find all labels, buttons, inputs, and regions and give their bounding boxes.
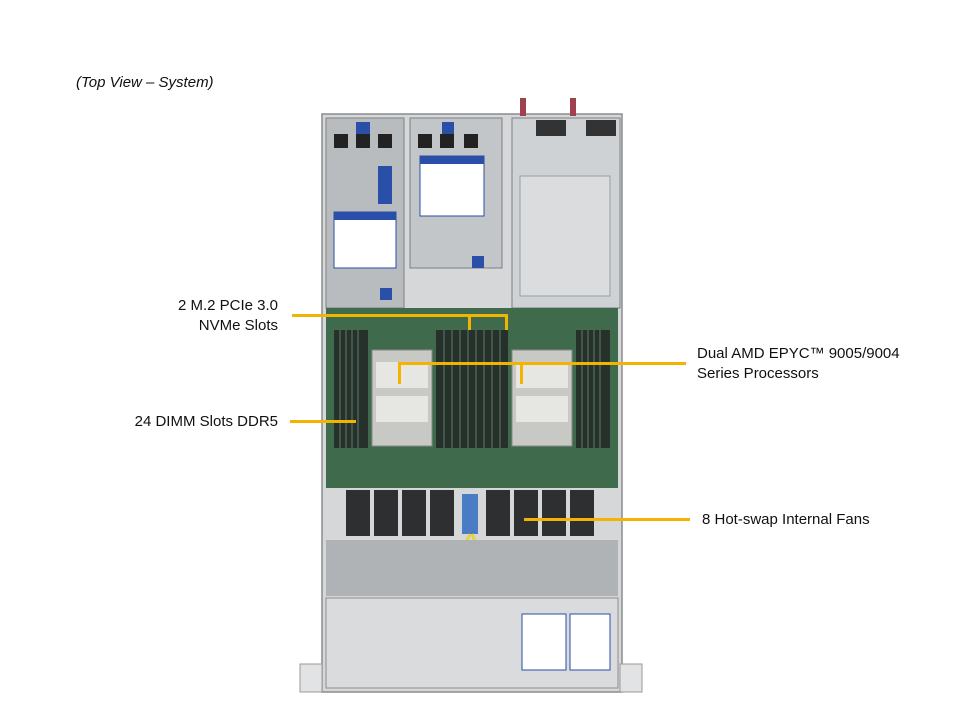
callout-fans-label: 8 Hot-swap Internal Fans (702, 511, 870, 528)
callout-cpu-line1: Dual AMD EPYC™ 9005/9004 (697, 345, 900, 362)
callout-cpu-line2: Series Processors (697, 365, 819, 382)
callout-cpu-label: Dual AMD EPYC™ 9005/9004 Series Processo… (697, 344, 937, 384)
fan-row (346, 490, 594, 536)
callout-m2-line1: 2 M.2 PCIe 3.0 (177, 297, 278, 314)
callout-m2-line2: NVMe Slots (198, 317, 278, 334)
view-caption: (Top View – System) (76, 74, 214, 91)
leader-line-cpu (398, 362, 686, 365)
leader-line-m2 (292, 314, 508, 317)
leader-line-cpu-left-tick (398, 362, 401, 384)
leader-line-fans (524, 518, 690, 521)
power-supply-bay (511, 98, 621, 309)
riser-cage-center (409, 117, 503, 269)
riser-cage-left (325, 117, 405, 309)
leader-line-dimm (290, 420, 356, 423)
leader-line-cpu-right-tick (520, 362, 523, 384)
callout-m2-label: 2 M.2 PCIe 3.0 NVMe Slots (150, 296, 278, 336)
callout-dimm-label: 24 DIMM Slots DDR5 (134, 413, 278, 430)
leader-line-m2-right-tick (505, 314, 508, 330)
leader-line-m2-left-tick (468, 314, 471, 330)
